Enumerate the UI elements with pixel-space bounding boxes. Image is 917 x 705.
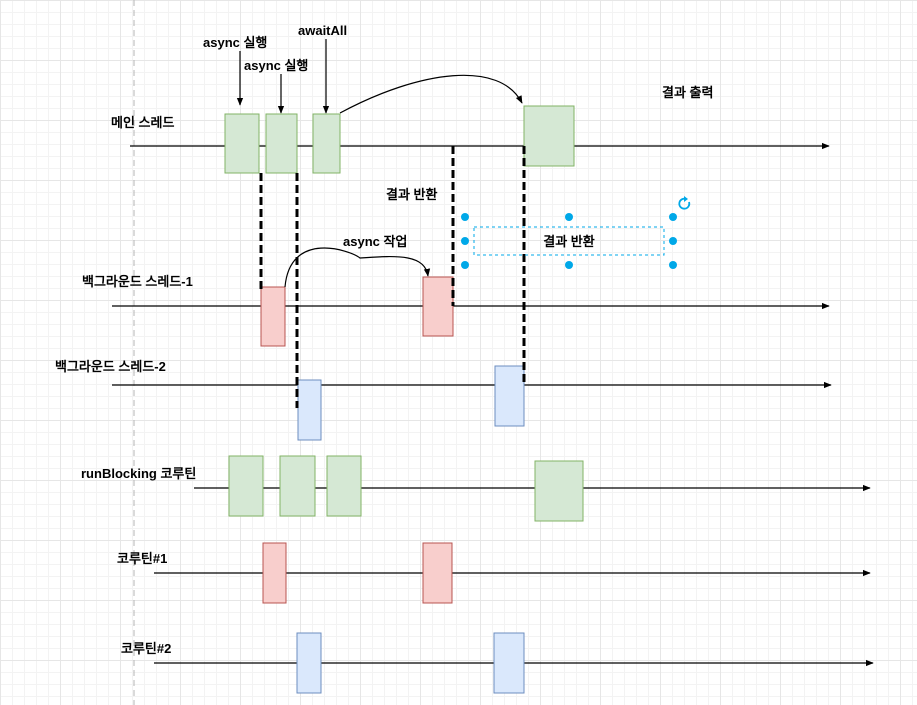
- label-result-return[interactable]: 결과 반환: [386, 187, 437, 202]
- label-result-return-box[interactable]: 결과 반환: [543, 234, 594, 249]
- bg1-block-2[interactable]: [422, 276, 454, 337]
- resize-handle-mr[interactable]: [669, 237, 677, 245]
- label-async-exec-1[interactable]: async 실행: [203, 35, 267, 50]
- label-async-exec-2[interactable]: async 실행: [244, 58, 308, 73]
- main-block-async-2[interactable]: [265, 113, 298, 174]
- runblocking-block-1[interactable]: [228, 455, 264, 517]
- curve-await-to-result[interactable]: [339, 74, 523, 114]
- bg2-block-2[interactable]: [494, 365, 525, 427]
- rotate-icon[interactable]: [678, 196, 691, 210]
- resize-handle-ml[interactable]: [461, 237, 469, 245]
- selection-outline: [473, 226, 665, 256]
- label-coroutine-2[interactable]: 코루틴#2: [121, 641, 171, 656]
- label-async-work[interactable]: async 작업: [343, 234, 407, 249]
- label-result-output[interactable]: 결과 출력: [662, 85, 713, 100]
- bg1-block-1[interactable]: [260, 286, 286, 347]
- label-bg-thread-2[interactable]: 백그라운드 스레드-2: [55, 359, 166, 374]
- runblocking-block-2[interactable]: [279, 455, 316, 517]
- resize-handle-tl[interactable]: [461, 213, 469, 221]
- main-block-result-output[interactable]: [523, 105, 575, 167]
- selected-textbox[interactable]: [461, 196, 691, 269]
- resize-handle-bl[interactable]: [461, 261, 469, 269]
- resize-handle-tr[interactable]: [669, 213, 677, 221]
- label-run-blocking[interactable]: runBlocking 코루틴: [81, 466, 196, 481]
- coroutine2-block-2[interactable]: [493, 632, 525, 694]
- main-block-async-1[interactable]: [224, 113, 260, 174]
- runblocking-block-3[interactable]: [326, 455, 362, 517]
- bg2-block-1[interactable]: [297, 379, 322, 441]
- resize-handle-bm[interactable]: [565, 261, 573, 269]
- coroutine1-block-2[interactable]: [422, 542, 453, 604]
- resize-handle-br[interactable]: [669, 261, 677, 269]
- label-main-thread[interactable]: 메인 스레드: [111, 115, 174, 130]
- label-bg-thread-1[interactable]: 백그라운드 스레드-1: [82, 274, 193, 289]
- resize-handle-tm[interactable]: [565, 213, 573, 221]
- main-block-await-all[interactable]: [312, 113, 341, 174]
- label-coroutine-1[interactable]: 코루틴#1: [117, 551, 167, 566]
- label-await-all[interactable]: awaitAll: [298, 23, 347, 38]
- coroutine2-block-1[interactable]: [296, 632, 322, 694]
- runblocking-block-4[interactable]: [534, 460, 584, 522]
- coroutine1-block-1[interactable]: [262, 542, 287, 604]
- curve-async-work[interactable]: [284, 247, 431, 288]
